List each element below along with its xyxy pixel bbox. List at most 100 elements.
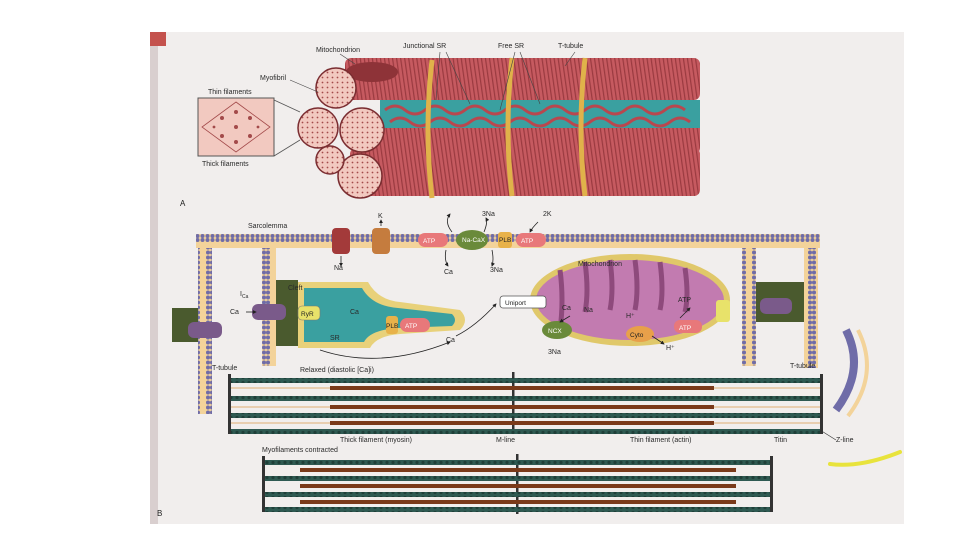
ncx-mito-label: NCX [548, 328, 562, 335]
actin-row-1 [231, 378, 820, 383]
z-line-right-contracted [770, 456, 773, 512]
page-corner-tab [150, 32, 166, 46]
filament-lattice [201, 101, 271, 153]
label-na-mito: Na [584, 307, 593, 314]
label-titin: Titin [774, 437, 787, 444]
pump-badges: ATP Na-CaX PLB ATP RyR PLB ATP Uniport N… [297, 230, 730, 342]
label-thin-filaments: Thin filaments [208, 89, 252, 96]
label-t-tubule-left: T-tubule [212, 365, 237, 372]
label-thin-filament: Thin filament (actin) [630, 437, 691, 444]
z-line-left-contracted [262, 456, 265, 512]
label-sarcolemma: Sarcolemma [248, 223, 287, 230]
actin-row-4 [231, 429, 820, 434]
ltype-ca-channel-left [252, 304, 286, 320]
label-myofibril: Myofibril [260, 75, 287, 82]
ca-channel-right [760, 298, 792, 314]
label-junctional-sr: Junctional SR [403, 43, 446, 50]
ncx-top [456, 230, 488, 250]
t-tubule-band-3 [578, 57, 588, 197]
myosin-row-3 [330, 421, 714, 425]
label-3na-mid: 3Na [490, 267, 503, 274]
atp-pump-1-label: ATP [423, 238, 435, 245]
sarcomere-contracted [262, 454, 773, 514]
t-tubule-band-1 [425, 59, 435, 199]
sarcomere-relaxed [228, 372, 837, 441]
cyto-label: Cyto [630, 332, 644, 339]
actin-row-2 [231, 396, 820, 401]
myosin-row-1 [330, 386, 714, 390]
page-edge-shadow [150, 32, 158, 524]
t-tubule-right-outer [804, 248, 818, 368]
actin-c-row-3 [265, 492, 770, 497]
label-3na-top: 3Na [482, 211, 495, 218]
actin-c-row-4 [265, 507, 770, 512]
panel-a-leader-lines [289, 51, 576, 111]
label-ca-sr-out: Ca [446, 337, 455, 344]
uniport-label: Uniport [505, 300, 526, 307]
plb-sr-label: PLB [386, 323, 398, 330]
label-t-tubule-right: T-tubule [790, 363, 815, 370]
filament-inset-box [197, 97, 275, 157]
actin-row-3 [231, 413, 820, 418]
cyto-badge [626, 326, 654, 342]
atp-pump-2-label: ATP [521, 238, 533, 245]
label-thick-filament: Thick filament (myosin) [340, 437, 412, 444]
plb-top-label: PLB [499, 237, 511, 244]
label-panel-b: B [157, 509, 162, 518]
label-panel-a: A [180, 199, 186, 208]
k-channel [372, 228, 390, 254]
ncx-top-label: Na-CaX [462, 237, 486, 244]
ryr-label: RyR [301, 311, 314, 318]
myosin-c-row-3 [300, 500, 736, 504]
myosin-c-row-2 [300, 484, 736, 488]
label-t-tubule-a: T-tubule [558, 43, 583, 50]
label-z-line: Z-line [836, 437, 854, 444]
atp-pump-2 [516, 233, 546, 247]
mito-inner [536, 260, 724, 340]
ryr-badge [297, 305, 321, 321]
t-tubule-right-curve [832, 328, 858, 413]
na-channel [332, 228, 350, 254]
ncx-mito-badge [542, 321, 572, 339]
label-free-sr: Free SR [498, 43, 524, 50]
leader-z-line [819, 429, 837, 441]
atp-synthase-box [716, 300, 730, 322]
ion-flux-arrows [246, 213, 691, 359]
t-tubule-right-curve-inner [846, 329, 869, 418]
inset-connector [273, 99, 301, 157]
inset-dots [212, 110, 260, 144]
cleft-inner-left [276, 280, 298, 346]
label-cleft: Cleft [288, 285, 302, 292]
label-ca-mito: Ca [562, 305, 571, 312]
label-h-plus-1: H⁺ [626, 313, 635, 320]
label-atp-mito: ATP [678, 297, 691, 304]
t-tubule-band-2 [505, 57, 515, 197]
plb-top-badge [498, 232, 512, 248]
label-contracted: Myofilaments contracted [262, 447, 338, 454]
mito-cristae [557, 259, 690, 331]
sr-inner [304, 288, 455, 342]
t-tubule-right-inner [742, 248, 756, 366]
label-m-line: M-line [496, 437, 515, 444]
atp-sr-badge [400, 318, 430, 332]
panel-a-muscle-fiber: Mitochondrion Junctional SR Free SR T-tu… [180, 43, 700, 208]
titin-lines-relaxed [231, 387, 820, 424]
sr-network-mesh [384, 104, 691, 128]
panel-b-labels: Sarcolemma K Na 3Na 2K Ca 3Na ICa Ca Cle… [157, 211, 854, 518]
plb-sr-badge [386, 316, 398, 334]
myofibril-end-5 [315, 145, 345, 175]
atp-sr-label: ATP [405, 323, 417, 330]
atp-mito-2-label: ATP [679, 325, 691, 332]
z-line-left-relaxed [228, 374, 231, 434]
label-ca-left: Ca [230, 309, 239, 316]
label-h-plus-2: H⁺ [666, 345, 675, 352]
label-i-ca: ICa [240, 291, 249, 300]
membrane-channels [188, 228, 792, 338]
myofibril-end-1 [315, 67, 357, 109]
label-sr: SR [330, 335, 340, 342]
myofibril-bundle-mid [360, 120, 700, 154]
myofibril-bundle-top [345, 58, 700, 100]
label-thick-filaments: Thick filaments [202, 161, 249, 168]
label-mitochondrion-b: Mitochondrion [578, 261, 622, 268]
myofibril-end-2 [297, 107, 339, 149]
